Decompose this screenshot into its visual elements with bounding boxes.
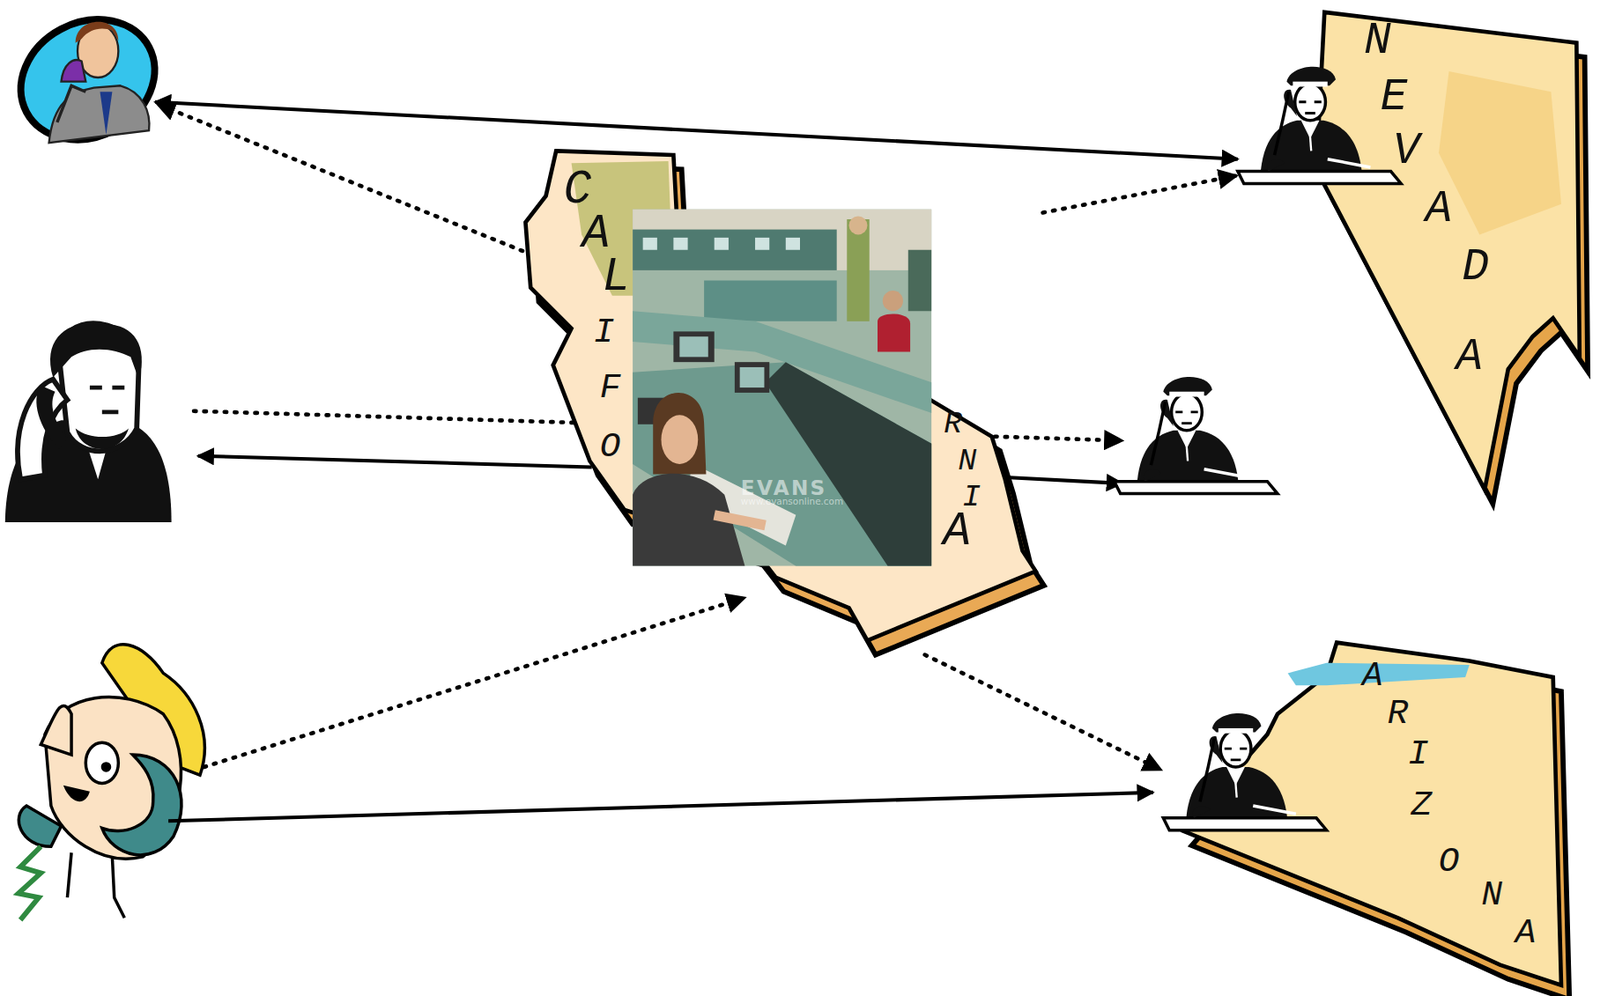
map-outline (1237, 7, 1594, 494)
map-letter: Z (1411, 788, 1433, 823)
map-letter: A (1455, 334, 1483, 380)
police-officer (1162, 713, 1326, 831)
map-letter: A (1515, 916, 1537, 951)
map-letter: R (1387, 696, 1409, 732)
police-officer (1114, 377, 1278, 495)
call-line (155, 102, 1238, 823)
map-letter: O (1438, 844, 1460, 880)
map-region (1438, 71, 1562, 235)
call-line (1005, 477, 1123, 484)
map-letter: L (602, 253, 631, 301)
map-letter: N (958, 445, 978, 477)
dispatch-connector (925, 655, 1162, 771)
dispatch-line (204, 598, 746, 768)
california-map: CALIFORNIA (518, 144, 1043, 655)
map-shape (525, 150, 1036, 641)
map-letter: A (1362, 659, 1384, 694)
dispatch-connector (1043, 175, 1238, 213)
police-officer (1237, 66, 1401, 185)
map-letter: V (1392, 128, 1421, 174)
nevada-map: NEVADA (1237, 7, 1594, 494)
map-letter: D (1461, 244, 1489, 290)
dispatch-line (193, 411, 629, 425)
map-letter: O (600, 429, 622, 465)
map-letter: N (1481, 878, 1503, 913)
map-letter: E (1380, 74, 1408, 120)
map-letter: A (942, 509, 971, 556)
map-letter: A (581, 211, 610, 259)
map-letter: F (600, 370, 622, 405)
map-letter: C (563, 167, 593, 215)
map-shape (1316, 12, 1580, 490)
caller-figure (0, 0, 177, 163)
map-letter: R (943, 408, 963, 440)
call-line (155, 102, 1238, 160)
map-shape (1183, 643, 1562, 986)
caller-figure (18, 644, 205, 921)
map-letter: N (1363, 18, 1392, 64)
dispatch-line (994, 437, 1123, 442)
call-line (198, 456, 593, 468)
arizona-map: ARIZONA (1161, 638, 1563, 988)
call-line (168, 792, 1154, 822)
map-letter: A (1425, 186, 1453, 232)
map-letter: I (593, 315, 615, 350)
caller-figure (5, 323, 172, 523)
map-letter: I (1407, 737, 1430, 772)
dispatch-line (156, 103, 523, 252)
